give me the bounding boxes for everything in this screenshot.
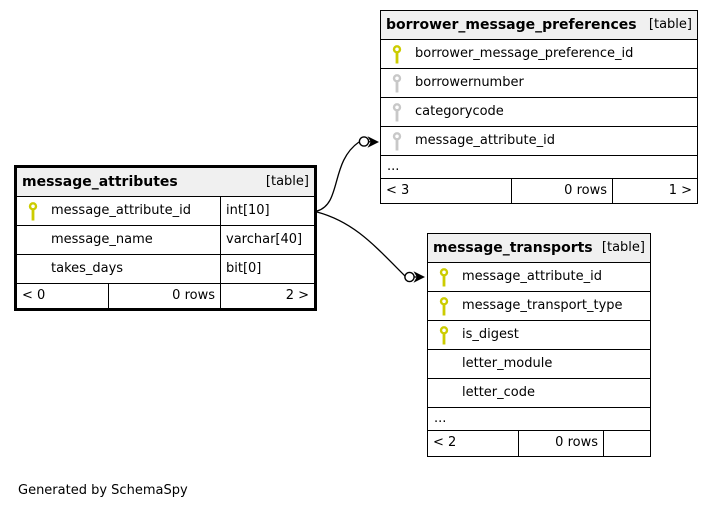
primary-key-icon — [28, 202, 40, 221]
column-row: takes_days bit[0] — [17, 255, 314, 284]
relationship-curve — [316, 211, 406, 277]
footer-row-count: 0 rows — [518, 431, 603, 456]
column-name: takes_days — [51, 261, 124, 276]
footer-children-count: 1 > — [612, 179, 697, 203]
column-row: message_attribute_id — [381, 127, 697, 156]
cardinality-circle-icon — [358, 136, 370, 147]
more-columns-ellipsis: ... — [428, 408, 650, 431]
table-footer: < 2 0 rows — [428, 431, 650, 456]
column-name: message_name — [51, 232, 153, 247]
column-type: varchar[40] — [220, 226, 314, 254]
more-columns-ellipsis: ... — [381, 156, 697, 179]
column-name: message_attribute_id — [415, 133, 555, 148]
footer-children-count: 2 > — [220, 284, 314, 308]
primary-key-icon — [439, 326, 451, 345]
footer-parents-count: < 0 — [22, 288, 46, 303]
column-row: message_transport_type — [428, 292, 650, 321]
index-key-icon — [392, 74, 404, 93]
column-name: message_attribute_id — [462, 269, 602, 284]
primary-key-icon — [439, 268, 451, 287]
table-title: borrower_message_preferences — [386, 17, 637, 33]
table-type-tag: [table] — [648, 17, 692, 32]
primary-key-icon — [392, 45, 404, 64]
table-title: message_attributes — [22, 174, 178, 190]
table-header[interactable]: borrower_message_preferences [table] — [381, 11, 697, 40]
footer-row-count: 0 rows — [108, 284, 220, 308]
column-name: letter_module — [462, 356, 553, 371]
cardinality-circle-icon — [404, 271, 415, 283]
column-name: is_digest — [462, 327, 519, 342]
column-row: message_attribute_id — [428, 263, 650, 292]
table-footer: < 3 0 rows 1 > — [381, 179, 697, 203]
column-row: message_attribute_id int[10] — [17, 197, 314, 226]
column-row: letter_module — [428, 350, 650, 379]
column-type: bit[0] — [220, 255, 314, 283]
column-name: letter_code — [462, 385, 535, 400]
table-type-tag: [table] — [601, 240, 645, 255]
arrowhead-icon — [413, 271, 425, 283]
column-row: borrowernumber — [381, 69, 697, 98]
column-row: categorycode — [381, 98, 697, 127]
column-name: borrower_message_preference_id — [415, 46, 634, 61]
table-title: message_transports — [433, 240, 593, 256]
relationship-curve — [316, 141, 360, 212]
column-row: message_name varchar[40] — [17, 226, 314, 255]
column-name: message_transport_type — [462, 298, 623, 313]
column-row: letter_code — [428, 379, 650, 408]
column-type: int[10] — [220, 197, 314, 225]
column-name: categorycode — [415, 104, 504, 119]
generated-by-label: Generated by SchemaSpy — [18, 483, 188, 498]
footer-row-count: 0 rows — [511, 179, 612, 203]
index-key-icon — [392, 132, 404, 151]
footer-parents-count: < 2 — [433, 435, 457, 450]
arrowhead-icon — [367, 136, 379, 148]
table-header[interactable]: message_transports [table] — [428, 234, 650, 263]
table-type-tag: [table] — [265, 174, 309, 189]
table-node-borrower-message-preferences[interactable]: borrower_message_preferences [table] bor… — [380, 10, 698, 204]
column-name: borrowernumber — [415, 75, 524, 90]
index-key-icon — [392, 103, 404, 122]
primary-key-icon — [439, 297, 451, 316]
footer-children-count — [603, 431, 650, 456]
table-header[interactable]: message_attributes [table] — [17, 168, 314, 197]
column-name: message_attribute_id — [51, 203, 191, 218]
table-footer: < 0 0 rows 2 > — [17, 284, 314, 308]
footer-parents-count: < 3 — [386, 183, 410, 198]
table-node-message-transports[interactable]: message_transports [table] message_attri… — [427, 233, 651, 457]
column-row: borrower_message_preference_id — [381, 40, 697, 69]
table-node-message-attributes[interactable]: message_attributes [table] message_attri… — [14, 165, 317, 311]
column-row: is_digest — [428, 321, 650, 350]
